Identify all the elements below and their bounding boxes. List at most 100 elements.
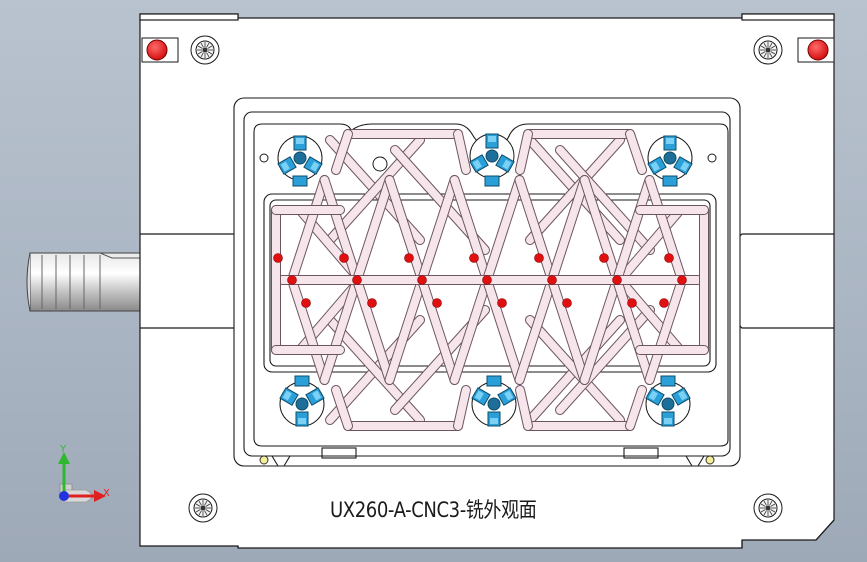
ejector-marker [287,275,297,285]
screw-spline [769,52,773,58]
channel-fill [580,276,621,384]
ejector-markers [273,253,687,308]
channel-fill [288,276,329,384]
axis-triad: Y X [58,444,110,503]
screw-spline [760,503,766,507]
fitting-port-highlight [504,390,514,401]
fitting-tube [292,175,308,187]
screw-spline [205,509,211,513]
screw-spline [206,42,210,48]
fitting-port-highlight [282,390,292,401]
screw-spline [763,510,767,516]
channel-fill [616,276,684,354]
channel-fill [515,276,556,384]
screw-spline [760,45,766,49]
fitting-port-highlight [310,161,320,172]
fitting-lobe [647,156,667,175]
fitting-lobe [305,387,325,406]
channel-fill [616,206,684,284]
fitting-center [295,397,309,411]
screw-spline [769,510,773,516]
screw-spline [204,500,208,506]
ejector-marker [339,253,349,263]
fitting-port-highlight [680,161,690,172]
fitting-port-highlight [490,418,498,424]
channel-fill [483,276,524,384]
screw-spline [204,510,208,516]
fitting-lobe [487,411,501,427]
locating-hole-small [259,153,269,163]
screw-spline [763,52,767,58]
channel-fill [385,176,426,284]
screw-spline [770,51,776,55]
fitting-port-highlight [502,159,512,170]
screw-center [202,47,208,53]
channel-fill [526,136,624,244]
channel-fill [516,130,532,174]
fitting-lobe [497,387,517,406]
fitting-lobe [279,387,299,406]
fitting-lobe [277,156,297,175]
channel-fill [548,276,589,384]
channel-fill [320,276,361,384]
ejector-marker [404,253,414,263]
fitting-port-highlight [312,390,322,401]
channel-fill [454,386,470,430]
fitting-lobe [303,156,323,175]
channel-fill [516,386,532,430]
fitting-lobe [645,387,665,406]
screw-center [765,505,771,511]
ejector-marker [562,298,572,308]
channel-fill [385,276,426,384]
screw-spline [763,42,767,48]
ejector-marker [469,253,479,263]
fitting-lobe [495,154,515,173]
ejector-marker [482,275,492,285]
ejector-marker [352,275,362,285]
channel-fill [320,176,361,284]
channel-fill [626,386,646,430]
red-stop-button-left [141,37,179,63]
screw-spline [769,500,773,506]
fitting-lobe [673,156,693,175]
fitting-port-highlight [488,136,496,142]
ejector-marker [612,275,622,285]
channel-fill [450,176,491,284]
fitting-lobe [469,154,489,173]
screw-spline [197,51,203,55]
fitting-tube [662,175,678,187]
cooling-fitting [647,135,693,181]
locating-hole [372,156,388,172]
screw-spline [198,510,202,516]
screw-spline [198,500,202,506]
ejector-marker [273,253,283,263]
cooling-fitting [471,381,517,427]
red-stop-button-right [797,37,835,63]
cap-screw [753,493,783,523]
fitting-port-highlight [664,418,672,424]
fitting-lobe [293,135,307,151]
ejector-marker [301,298,311,308]
ejector-marker [599,253,609,263]
drawing-label: UX260-A-CNC3-铣外观面 [330,498,537,522]
channel-fill [645,276,686,384]
fitting-lobe [671,387,691,406]
fitting-tube [294,375,310,387]
channel-fill [353,176,394,284]
screw-spline [770,509,776,513]
fitting-tube [484,175,500,187]
hose-connector [26,252,143,312]
screw-spline [770,45,776,49]
screw-spline [206,52,210,58]
cap-screw [188,493,218,523]
fitting-port-highlight [678,390,688,401]
screw-spline [760,51,766,55]
channel-fill [526,316,624,424]
screw-spline [763,500,767,506]
axis-x-label: X [103,488,110,499]
channel-fill [548,176,589,284]
fitting-center [485,149,499,163]
fitting-center [293,151,307,165]
cap-screws [188,35,783,523]
